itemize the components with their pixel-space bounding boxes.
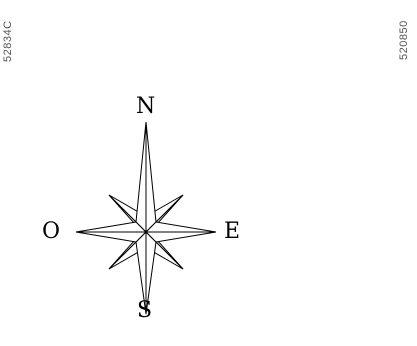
compass-rose: N S O E: [40, 90, 250, 335]
south-label: S: [137, 300, 152, 322]
figure-code-right: 520850: [398, 20, 410, 60]
figure-code-left: 52834C: [2, 20, 14, 62]
east-label: E: [224, 221, 240, 243]
north-label: N: [136, 96, 155, 118]
west-label: O: [42, 221, 60, 243]
